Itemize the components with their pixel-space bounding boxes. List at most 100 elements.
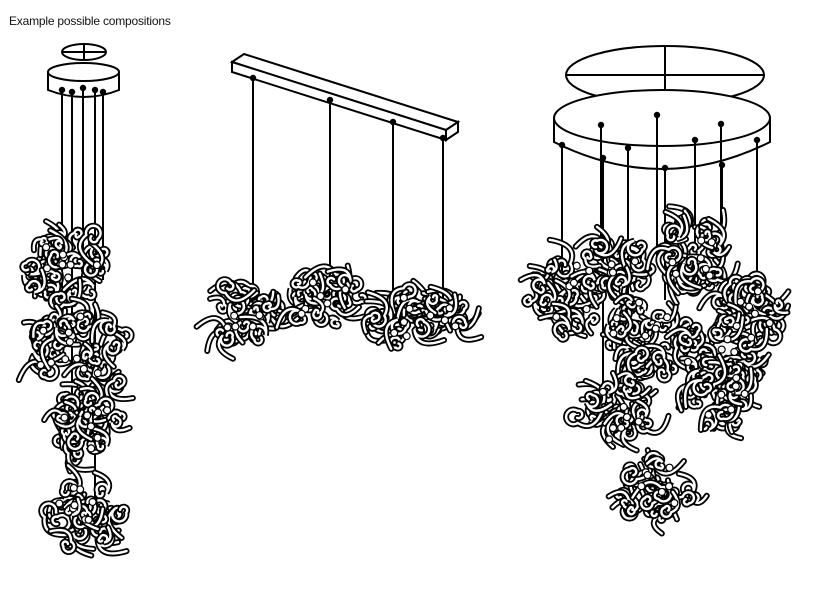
bulb [76, 312, 85, 321]
light-cluster [605, 447, 710, 537]
canopy-round-cylinder [47, 43, 120, 98]
bulb [64, 273, 73, 282]
bulb [608, 423, 618, 433]
bulb [79, 364, 88, 373]
bulb [399, 317, 409, 327]
bulb [705, 271, 714, 280]
bulb [707, 238, 716, 247]
wire-anchor [691, 136, 699, 144]
bulb [308, 278, 318, 287]
light-cluster [644, 203, 741, 307]
bulb [704, 410, 713, 419]
bulb [723, 335, 732, 344]
bulb [612, 314, 621, 323]
bulb [622, 413, 632, 422]
bulb [665, 463, 674, 472]
bulb [765, 318, 774, 328]
bulb [608, 268, 617, 277]
bulb [552, 312, 561, 322]
bulb [609, 329, 618, 338]
wire-anchor [249, 74, 257, 82]
wire-anchor [91, 86, 99, 94]
wire-anchor [753, 136, 761, 144]
light-cluster [19, 218, 111, 311]
bulb [399, 293, 408, 302]
bulb [671, 269, 681, 278]
light-cluster [674, 352, 763, 442]
bulb [65, 337, 74, 347]
wire-anchor [653, 111, 661, 119]
bulb [47, 358, 56, 367]
bulb [402, 331, 411, 341]
bulb [717, 345, 726, 354]
wire-anchor [79, 84, 87, 92]
bulb [41, 243, 51, 252]
bulb [87, 444, 96, 453]
bulb [637, 482, 646, 491]
bulb [83, 411, 92, 420]
wire-anchor [68, 88, 76, 96]
bulb [617, 423, 626, 432]
bulb [69, 483, 78, 492]
wire-anchor [58, 86, 66, 94]
bulb [426, 311, 435, 320]
bulb [585, 266, 594, 275]
bulb [753, 287, 763, 296]
bulb [445, 304, 454, 313]
bulb [323, 299, 332, 308]
bulb [630, 257, 640, 266]
bulb [440, 316, 449, 325]
bulb [701, 264, 710, 274]
bulb [634, 298, 644, 307]
bulb [103, 406, 112, 415]
bulb [58, 250, 67, 259]
wire-anchor [718, 161, 726, 169]
wire-anchor [599, 154, 607, 162]
light-cluster [38, 462, 131, 559]
bulb [55, 499, 64, 508]
bulb [93, 408, 103, 417]
bulb [670, 498, 679, 508]
bulb [634, 417, 643, 426]
bulb [451, 322, 460, 331]
bulb [750, 309, 760, 318]
bulb [668, 258, 677, 267]
light-cluster [273, 262, 369, 331]
bulb [248, 322, 257, 331]
light-cluster [41, 375, 133, 475]
bulb [255, 311, 264, 320]
bulb [297, 309, 306, 318]
bulb [64, 328, 73, 337]
bulb [93, 369, 102, 378]
bulb [58, 260, 67, 269]
bulb [316, 291, 325, 301]
wire-anchor [717, 120, 725, 128]
bulb [732, 321, 741, 331]
bulb [36, 360, 45, 370]
bulb [42, 264, 52, 273]
bulb [582, 304, 591, 314]
canopy-large-disc [553, 45, 771, 170]
bulb [731, 382, 740, 391]
bulb [732, 373, 741, 383]
bulb [736, 297, 745, 306]
bulb [696, 254, 705, 263]
bulb [405, 304, 414, 313]
bulb [39, 326, 48, 335]
bulb [619, 402, 628, 412]
wire-anchor [661, 164, 669, 172]
bulb [657, 487, 666, 497]
bulb [60, 413, 69, 422]
bulb [230, 311, 239, 320]
light-cluster [193, 276, 301, 362]
bulb [663, 313, 672, 322]
bulb [84, 515, 93, 524]
wire-anchor [597, 121, 605, 129]
bulb [643, 470, 652, 480]
bulb [730, 347, 739, 357]
caption: Example possible compositions [9, 14, 171, 28]
bulb [70, 501, 79, 510]
bulb [697, 236, 706, 245]
light-cluster [568, 223, 657, 315]
light-cluster [563, 369, 672, 454]
